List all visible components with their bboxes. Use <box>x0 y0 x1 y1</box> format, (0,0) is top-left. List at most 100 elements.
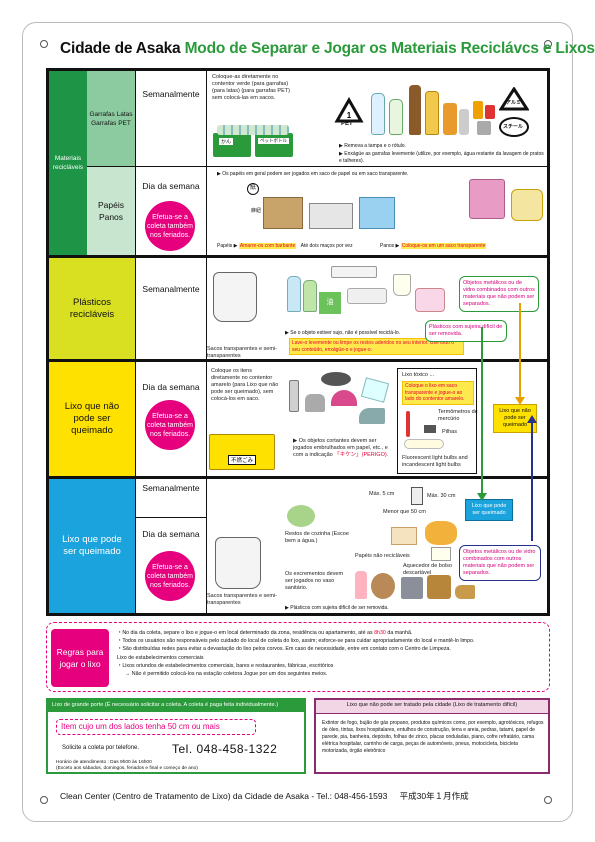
nonburn-label: Lixo que não pode ser queimado <box>64 401 120 436</box>
burn-blue-box: Lixo que pode ser queimado <box>465 499 513 521</box>
bottles-subrow: Garrafas Latas Garrafas PET Semanalmente… <box>87 71 547 167</box>
burn-frequency-day: Dia da semana <box>142 529 200 539</box>
paper-subrow: Papéis Panos Dia da semana Efetua-se a c… <box>87 167 547 255</box>
title-main: Modo de Separar e Jogar os Materiais Rec… <box>184 40 595 57</box>
size-max-height: Máx. 30 cm <box>427 493 456 499</box>
can-3 <box>477 121 491 135</box>
large-items-tel[interactable]: Tel. 048-458-1322 <box>172 742 278 756</box>
rule-3: São distribuídas redes para evitar a dev… <box>122 646 451 653</box>
rule-line-2: ・Todos os usuários são responsáveis pelo… <box>117 638 475 645</box>
crate-cans-label: かん <box>219 138 234 145</box>
aluminum-label: アルミ <box>506 100 521 106</box>
large-items-hours: Horário de atendimento : Das 9h00 às 16h… <box>56 760 198 772</box>
bottles-label: Garrafas Latas Garrafas PET <box>89 110 133 127</box>
aluminum-icon: アルミ <box>498 86 530 111</box>
toxic-label: Lixo tóxico ... <box>402 372 435 378</box>
paper-rule-line: Papéis ▶ Amarre-os com barbante Até dois… <box>217 243 487 249</box>
pet-recycle-icon: 1 PET <box>334 96 364 129</box>
plastics-category: Plásticos recicláveis <box>49 258 135 359</box>
burn-misc-items <box>355 571 475 603</box>
can-1 <box>473 101 483 119</box>
bottles-note-cap: ▶ Remova a tampa e o rótulo. <box>339 143 406 149</box>
burn-bag-illustration <box>215 537 261 589</box>
newspaper-bundle <box>309 203 353 229</box>
pocket-heater-label: Aquecedor de bolso descartável <box>403 563 452 576</box>
paper-holiday-badge-text: Efetua-se a coleta também nos feriados. <box>147 213 193 239</box>
plastics-bag-note: Sacos transparentes e semi-transparentes <box>207 346 278 359</box>
pet-label: PET <box>341 121 353 127</box>
plastics-frequency: Semanalmente <box>142 284 200 294</box>
plastics-note-dirty-text: Se o objeto estiver sujo, não é possível… <box>290 330 401 336</box>
rule-line-1: ・No dia da coleta, separe o lixo e jogue… <box>117 630 413 636</box>
burn-holiday-badge: Efetua-se a coleta também nos feriados. <box>145 551 195 601</box>
plastics-callout-metal: Objetos metálicos ou de vidro combinados… <box>459 276 539 312</box>
nonburn-category: Lixo que não pode ser queimado <box>49 362 135 476</box>
burn-bag-note: Sacos transparentes e semi-transparentes <box>207 593 278 606</box>
paper-rule-tie: Amarre-os com barbante <box>238 243 297 249</box>
cloth-rule-label: Panos <box>379 243 395 249</box>
steel-icon: スチール <box>499 117 529 137</box>
size-diagram: Máx. 5 cm Máx. 30 cm Menor que 50 cm <box>369 487 455 517</box>
sorting-table: Materiais recicláveis Garrafas Latas Gar… <box>46 68 550 616</box>
plastic-bag-items <box>415 288 445 312</box>
vegetables <box>425 521 457 545</box>
row-burnable: Lixo que pode ser queimado Semanalmente … <box>49 479 547 613</box>
shoes <box>455 585 475 599</box>
frying-pan <box>321 372 351 386</box>
kettle <box>305 394 325 412</box>
light-bulbs <box>404 439 444 449</box>
toxic-box: Lixo tóxico ... Coloque o lixo em saco t… <box>397 368 478 474</box>
nonburn-holiday-badge: Efetua-se a coleta também nos feriados. <box>145 400 195 450</box>
large-items-hours-1: Horário de atendimento : Das 9h00 às 16h… <box>56 760 152 765</box>
nonburn-holiday-badge-text: Efetua-se a coleta também nos feriados. <box>147 412 193 438</box>
plastic-container <box>347 288 387 304</box>
recyclables-label: Materiais recicláveis <box>52 155 84 171</box>
punch-hole-top-left <box>40 40 48 48</box>
broken-glass <box>360 377 390 403</box>
row-plastics: Plásticos recicláveis Semanalmente Sacos… <box>49 258 547 362</box>
magazine-bundle <box>359 197 395 229</box>
leather-bag <box>427 575 451 599</box>
punch-hole-bottom-right <box>544 796 552 804</box>
thermometer-label: Termômetros de mercúrio <box>438 409 478 422</box>
rain-boots <box>401 577 423 599</box>
paper-category: Papéis Panos <box>87 167 135 255</box>
rules-box: Regras para jogar o lixo ・No dia da cole… <box>46 622 550 692</box>
paper-nonrecyclable-label: Papéis não recicláveis <box>355 553 410 559</box>
size-max-width: Máx. 5 cm <box>369 491 395 497</box>
battery-label: Pilhas <box>442 429 457 435</box>
burn-callout-metal: Objetos metálicos ou de vidro combinados… <box>459 545 541 581</box>
paper-label: Papéis Panos <box>98 200 124 222</box>
yellow-crate-label: 不燃ごみ <box>228 455 257 465</box>
paper-holiday-badge: Efetua-se a coleta também nos feriados. <box>145 201 195 251</box>
bottles-category: Garrafas Latas Garrafas PET <box>87 71 135 166</box>
rule-4: Lixo de estabelecimentos comerciais <box>117 654 204 661</box>
paper-note-bag: ▶ Os papéis em geral podem ser jogados e… <box>217 171 409 177</box>
plastics-note-rinse: Lave-o levemente ou limpe os restos ader… <box>289 338 464 355</box>
arrow-yellow-head <box>515 397 525 405</box>
burn-category: Lixo que pode ser queimado <box>49 479 135 613</box>
nonprocessable-head: Lixo que não pode ser tratado pela cidad… <box>316 700 548 714</box>
burn-freq-divider <box>135 517 207 518</box>
bottles-note-cap-text: Remova a tampa e o rótulo. <box>344 143 406 149</box>
bottles-in-crate <box>217 125 289 135</box>
cloth-bag <box>511 189 543 221</box>
glass-bottle-1 <box>409 85 421 135</box>
nonburn-frequency: Dia da semana <box>142 382 200 392</box>
bottles-note-rinse: ▶ Enxágüe as garrafas levemente (utilize… <box>339 151 544 164</box>
page-title: Cidade de Asaka Modo de Separar e Jogar … <box>60 40 595 58</box>
punch-hole-bottom-left <box>40 796 48 804</box>
plastic-items-illustration: 油 <box>285 266 455 328</box>
large-items-size: Item cujo um dos lados tenha 50 cm ou ma… <box>56 719 256 735</box>
large-items-tel-label: Solicite a coleta por telefone. <box>62 745 140 751</box>
plastic-bottle-dirty <box>355 571 367 599</box>
batteries <box>424 425 436 433</box>
paper-rule-label: Papéis <box>217 243 233 249</box>
bulbs-label: Fluorescent light bulbs and incandescent… <box>402 455 468 468</box>
paper-bundles <box>263 193 413 233</box>
pocket-heater-illustration <box>431 547 451 561</box>
kitchen-waste-label: Restos de cozinha (Escoe bem a água.) <box>285 531 349 544</box>
glass-bottle-2 <box>425 91 439 135</box>
burn-plastic-dirty-note: ▶ Plásticos com sujeira difícil de ser r… <box>285 605 389 611</box>
sharp-objects-text: Os objetos cortantes devem ser jogados e… <box>293 438 388 458</box>
